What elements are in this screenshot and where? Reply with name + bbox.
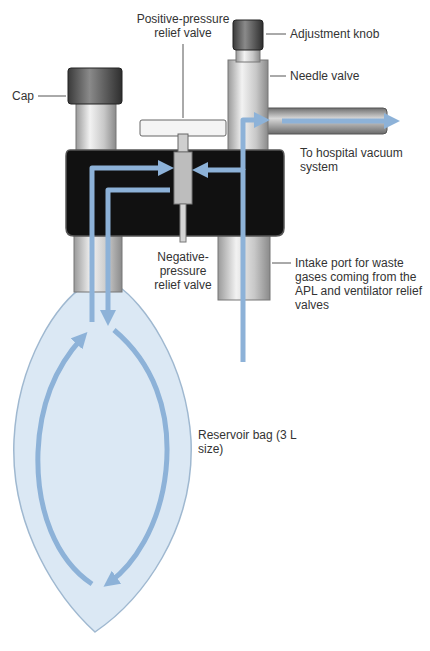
flow-arrow (110, 330, 167, 582)
flow-arrow (282, 119, 392, 124)
part-label: Intake port for waste gases coming from … (295, 256, 425, 312)
part-label: Adjustment knob (290, 27, 410, 41)
flow-arrow (38, 338, 92, 584)
adjustment-knob (233, 20, 263, 50)
leader-line (266, 34, 286, 35)
valve-stem-lower (180, 204, 186, 242)
flow-arrow (243, 120, 262, 170)
valve-body (174, 152, 192, 204)
leader-line (38, 96, 66, 97)
part-label: Positive-pressure relief valve (125, 12, 241, 40)
cap (68, 68, 122, 104)
cap-body (76, 100, 116, 152)
leader-line (272, 263, 291, 264)
part-label: To hospital vacuum system (300, 146, 412, 174)
needle-valve-body (228, 60, 268, 152)
part-label: Negative-pressure relief valve (146, 250, 220, 292)
leader-line (270, 76, 286, 77)
part-label: Cap (12, 89, 38, 103)
flow-arrows (38, 120, 392, 584)
valve-stem (178, 134, 188, 152)
flow-arrow (200, 170, 243, 362)
bag-port (74, 230, 122, 292)
part-label: Needle valve (290, 69, 410, 83)
leader-line (183, 44, 184, 118)
reservoir-bag (14, 286, 191, 632)
part-label: Reservoir bag (3 L size) (198, 428, 302, 456)
manifold-block (66, 150, 284, 236)
leader-lines (38, 34, 291, 263)
